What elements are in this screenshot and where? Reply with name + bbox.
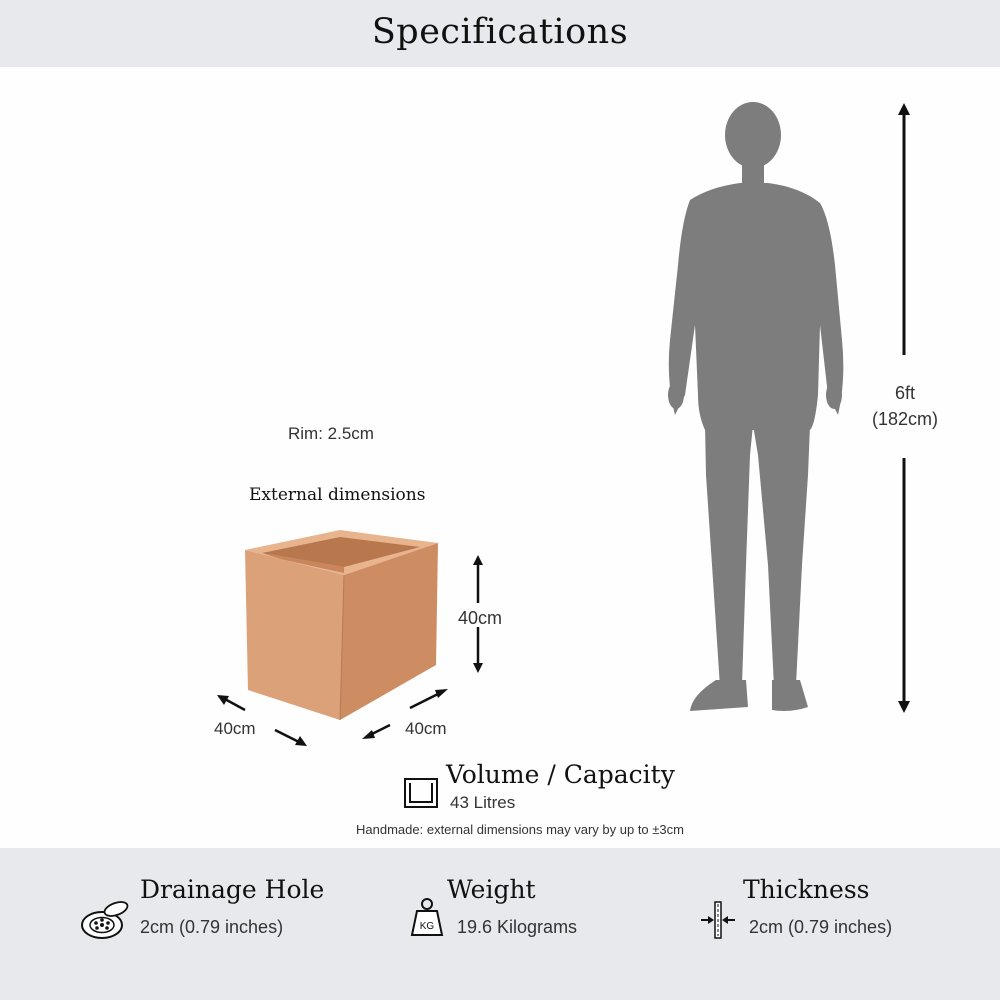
drainage-title: Drainage Hole: [140, 875, 325, 904]
weight-icon-text: KG: [420, 921, 435, 932]
pot-width-right-label: 40cm: [405, 719, 447, 738]
volume-icon: [404, 778, 438, 808]
rim-label: Rim: 2.5cm: [288, 424, 374, 443]
height-arrow: [898, 103, 910, 713]
specs-footer: Drainage Hole 2cm (0.79 inches) KG Weigh…: [0, 848, 1000, 1000]
header-bar: Specifications: [0, 0, 1000, 67]
weight-title: Weight: [447, 875, 536, 904]
pot-height-label: 40cm: [458, 608, 503, 628]
pot-width-right-arrow: [362, 689, 448, 739]
terracotta-pot: [245, 530, 438, 721]
weight-kg-icon: KG: [410, 898, 444, 936]
human-silhouette: [668, 102, 844, 711]
drainage-value: 2cm (0.79 inches): [140, 917, 284, 937]
pot-height-arrow: [473, 555, 483, 673]
pot-width-left-label: 40cm: [214, 719, 256, 738]
thickness-icon: [701, 901, 735, 939]
height-metric-label: (182cm): [871, 409, 938, 429]
volume-title: Volume / Capacity: [446, 760, 675, 789]
thickness-value: 2cm (0.79 inches): [749, 917, 893, 937]
volume-value: 43 Litres: [450, 793, 516, 812]
thickness-title: Thickness: [743, 875, 870, 904]
weight-value: 19.6 Kilograms: [457, 917, 578, 937]
height-label: 6ft: [894, 383, 915, 403]
variance-note: Handmade: external dimensions may vary b…: [356, 822, 684, 837]
page-title: Specifications: [371, 12, 629, 52]
external-dimensions-heading: External dimensions: [249, 485, 426, 505]
drainage-hole-icon: [81, 901, 129, 939]
pot-width-left-arrow: [217, 695, 307, 746]
